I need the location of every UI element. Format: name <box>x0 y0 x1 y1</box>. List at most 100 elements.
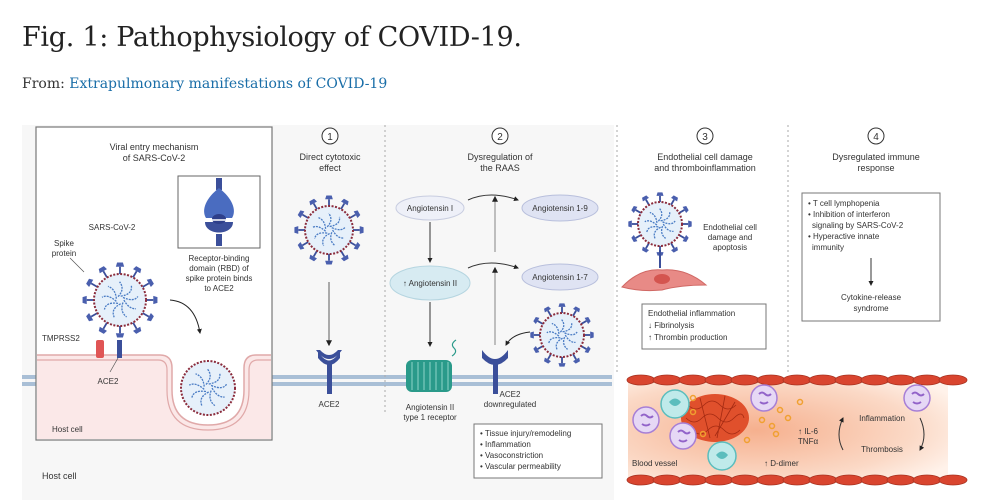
spike-protein-icon <box>294 226 305 234</box>
viral-rna <box>208 373 221 385</box>
endothelial-wall-segment <box>860 374 890 386</box>
spike-protein-icon <box>678 234 689 242</box>
panel-3-title-line2: and thromboinflammation <box>654 163 756 173</box>
il6-label-line1: ↑ IL-6 <box>798 427 819 436</box>
inflammation-thrombosis-cycle-arrows <box>838 417 925 451</box>
viral-rna <box>101 295 117 302</box>
cytokine-release-line2: syndrome <box>853 304 889 313</box>
viral-envelope <box>539 312 585 358</box>
raas-effect-item: • Inflammation <box>480 440 531 449</box>
endothelial-cell-icon <box>621 269 708 292</box>
viral-rna <box>330 232 336 247</box>
viral-rna <box>103 302 119 310</box>
rbd-caption-line3: spike protein binds <box>186 274 253 283</box>
at1-receptor-line1: Angiotensin II <box>406 403 454 412</box>
angiotensin-1-label: Angiotensin I <box>407 204 453 213</box>
viral-rna <box>200 391 209 407</box>
immune-item: • T cell lymphopenia <box>808 199 880 208</box>
angiotensin-1-9-node <box>521 194 599 222</box>
blood-vessel-label: Blood vessel <box>632 459 678 468</box>
viral-rna <box>312 225 327 232</box>
raas-effect-item: • Vascular permeability <box>480 462 561 471</box>
il6-label-line2: TNFα <box>798 437 819 446</box>
endothelial-wall-segment <box>782 374 812 386</box>
endothelial-wall-segment <box>808 374 838 386</box>
spike-protein-icon <box>670 195 678 206</box>
source-link[interactable]: Extrapulmonary manifestations of COVID-1… <box>69 76 388 92</box>
ace2-downregulated-icon <box>482 350 508 394</box>
viral-rna <box>317 216 327 229</box>
endothelial-wall-segment <box>678 374 708 386</box>
endothelial-wall-segment <box>808 474 838 486</box>
rbd-caption-line1: Receptor-binding <box>189 254 250 263</box>
spike-protein-icon <box>115 262 125 274</box>
endothelial-wall-segment <box>834 474 864 486</box>
at1-receptor-icon <box>406 339 457 392</box>
viral-envelope <box>637 201 683 247</box>
viral-rna <box>107 285 117 299</box>
viral-rna <box>122 296 139 301</box>
panel-4-title-line1: Dysregulated immune <box>832 152 920 162</box>
d-dimer-label: ↑ D-dimer <box>764 459 799 468</box>
spike-protein-icon <box>558 357 566 367</box>
panel-1-title-line1: Direct cytotoxic <box>299 152 361 162</box>
monocyte-icon <box>707 441 737 471</box>
spike-protein-icon <box>86 312 98 322</box>
cytokine-particles <box>689 394 804 444</box>
endothelial-effects-box <box>641 303 767 350</box>
neutrophil-icon <box>669 422 697 450</box>
viral-rna <box>205 368 211 385</box>
host-cell-label: Host cell <box>42 471 77 481</box>
viral-rna <box>653 226 661 239</box>
blood-vessel: Blood vessel ↑ IL-6 TNFα ↑ D-dimer Infla… <box>626 374 968 486</box>
spike-protein-icon <box>98 322 108 334</box>
panel-separators <box>384 125 789 415</box>
endothelial-wall-segment <box>886 374 916 386</box>
vessel-wall-bottom <box>626 474 968 486</box>
rbd-binding-icon <box>202 178 236 246</box>
spike-protein-icon <box>628 220 638 228</box>
damage-label-line2: damage and <box>708 233 752 242</box>
spike-protein-icon <box>86 278 98 288</box>
endothelial-wall-segment <box>652 474 682 486</box>
viral-rna <box>332 229 344 239</box>
angiotensin-1-9-label: Angiotensin 1-9 <box>532 204 588 213</box>
viral-envelope <box>180 360 236 416</box>
entry-host-cell-label: Host cell <box>52 425 83 434</box>
source-prefix: From: <box>22 76 65 92</box>
vessel-wall-top <box>626 374 968 386</box>
endothelial-effect-item: ↓ Fibrinolysis <box>648 321 694 330</box>
spike-protein-icon <box>309 198 318 210</box>
spike-protein-icon <box>82 295 94 305</box>
spike-protein-icon <box>530 331 540 339</box>
spike-protein-icon <box>533 345 544 353</box>
viral-rna <box>326 212 332 228</box>
spike-protein-icon <box>98 266 108 278</box>
ace2-downregulated-line1: ACE2 <box>500 390 521 399</box>
viral-rna <box>121 302 128 318</box>
at1-receptor-line2: type 1 receptor <box>403 413 457 422</box>
viral-rna <box>329 216 341 228</box>
monocyte-icon <box>660 389 690 419</box>
viral-rna <box>662 220 676 225</box>
endothelial-wall-segment <box>678 474 708 486</box>
endothelial-effect-item: Endothelial inflammation <box>648 309 735 318</box>
panel-3-title-line1: Endothelial cell damage <box>657 152 753 162</box>
immune-item: • Hyperactive innate <box>808 232 880 241</box>
spike-protein-icon <box>132 322 142 334</box>
immune-item: immunity <box>812 243 844 252</box>
panel-1-ace2-icon <box>316 350 342 394</box>
panel-2-title-line2: the RAAS <box>480 163 520 173</box>
endothelial-wall-segment <box>652 374 682 386</box>
viral-rna <box>660 225 667 239</box>
raas-effect-item: • Tissue injury/remodeling <box>480 429 571 438</box>
endothelial-effect-item: ↑ Thrombin production <box>648 333 727 342</box>
endothelial-wall-segment <box>834 374 864 386</box>
spike-label-line2: protein <box>52 249 76 258</box>
spike-protein-icon <box>631 206 642 214</box>
endothelial-wall-segment <box>782 474 812 486</box>
viral-rna <box>314 232 328 239</box>
viral-rna <box>562 336 569 350</box>
viral-rna <box>112 303 121 318</box>
viral-rna <box>646 225 659 233</box>
